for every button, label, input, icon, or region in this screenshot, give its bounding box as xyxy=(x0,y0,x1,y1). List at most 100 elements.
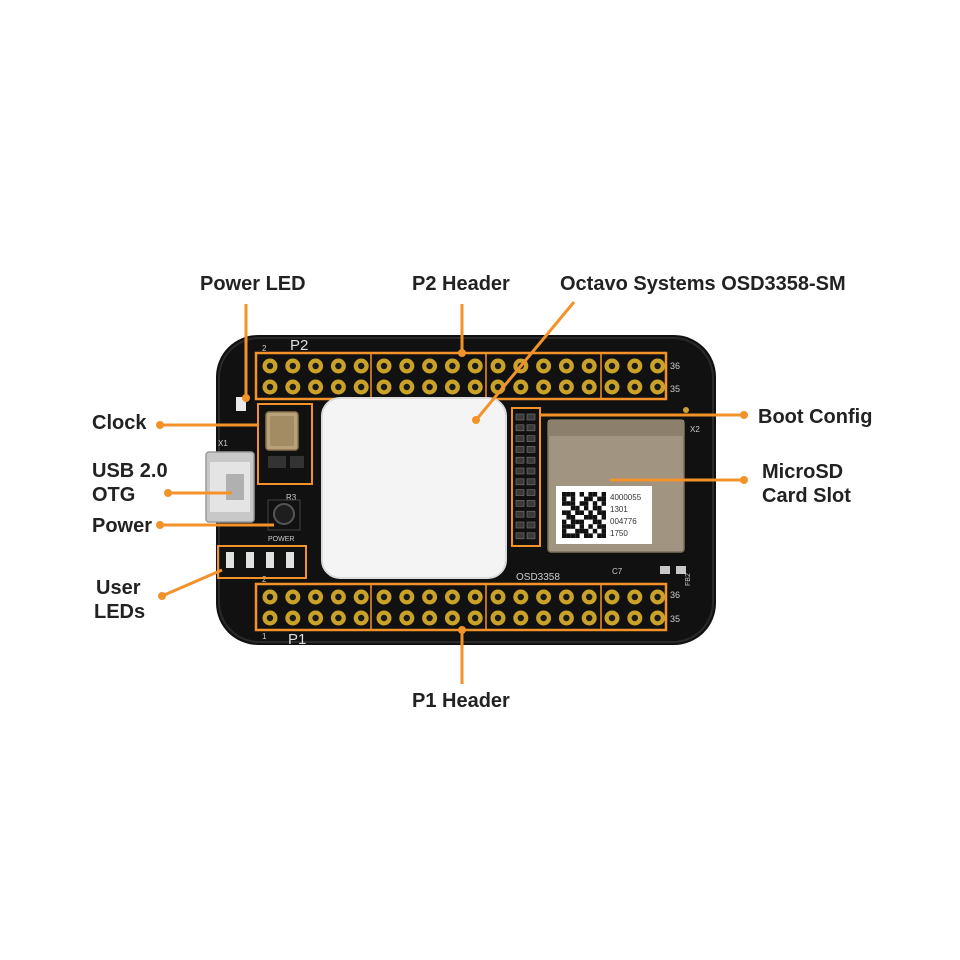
qr-module xyxy=(570,492,576,497)
qr-module xyxy=(570,533,576,538)
microsd-qr-code xyxy=(562,492,606,538)
qr-module xyxy=(601,524,606,529)
usb-connector-tongue xyxy=(226,474,244,500)
qr-module xyxy=(601,528,606,534)
sd-sticker-line-4: 1750 xyxy=(610,529,628,538)
qr-module xyxy=(584,528,589,534)
boot-config-resistor xyxy=(515,424,525,432)
qr-module xyxy=(597,519,602,525)
label-p1-header: P1 Header xyxy=(412,690,510,712)
boot-config-resistor xyxy=(526,424,536,432)
silk-pin-2-top: 2 xyxy=(262,344,267,353)
header-pin-hole xyxy=(586,614,593,622)
qr-module xyxy=(575,528,580,534)
smd-component xyxy=(676,566,686,574)
boot-config-resistor xyxy=(526,500,536,507)
header-pin-hole xyxy=(608,383,616,391)
header-pin-hole xyxy=(494,362,502,370)
header-pin-hole xyxy=(517,614,524,622)
label-power: Power xyxy=(92,515,153,537)
qr-module xyxy=(601,501,606,506)
silk-c7: C7 xyxy=(612,567,623,576)
qr-module xyxy=(566,533,571,538)
clock-component xyxy=(268,456,286,468)
mounting-dot xyxy=(683,407,689,413)
qr-module xyxy=(566,492,571,497)
p2-header-dot xyxy=(458,349,466,357)
silk-pin-2-bottom: 2 xyxy=(262,575,267,584)
octavo-leader xyxy=(474,301,576,421)
qr-module xyxy=(579,528,584,534)
silk-power: POWER xyxy=(268,536,294,543)
label-boot-config: Boot Config xyxy=(758,406,873,428)
header-pin-hole xyxy=(586,383,593,391)
boot-config-resistors xyxy=(515,413,536,540)
label-p2-header: P2 Header xyxy=(412,273,510,295)
header-pin-hole xyxy=(380,614,388,622)
sd-sticker-line-2: 1301 xyxy=(610,505,628,514)
qr-module xyxy=(601,510,606,515)
silk-p2: P2 xyxy=(290,337,308,354)
qr-module xyxy=(579,510,584,515)
boot-config-resistor xyxy=(526,456,536,464)
qr-module xyxy=(597,510,602,515)
silk-pin-1-bottom: 1 xyxy=(262,632,267,641)
header-pin-hole xyxy=(289,593,296,601)
header-pin-hole xyxy=(586,362,593,370)
boot-config-resistor xyxy=(526,532,536,540)
osd3358-module xyxy=(322,398,506,578)
silk-r3: R3 xyxy=(286,493,297,502)
boot-config-resistor xyxy=(526,521,536,529)
qr-module xyxy=(570,501,576,506)
qr-module xyxy=(562,510,567,515)
header-pin-hole xyxy=(426,614,433,622)
header-pin-hole xyxy=(266,614,274,622)
qr-module xyxy=(584,505,589,511)
label-microsd-line2: Card Slot xyxy=(762,485,851,507)
header-pin-hole xyxy=(358,593,365,601)
boot-config-resistor xyxy=(515,500,525,507)
qr-module xyxy=(584,496,589,502)
header-pin-hole xyxy=(654,593,661,601)
header-pin-hole xyxy=(494,614,502,622)
qr-module xyxy=(575,505,580,511)
header-pin-hole xyxy=(380,362,388,370)
boot-config-resistor xyxy=(515,435,525,442)
header-pin-hole xyxy=(266,593,274,601)
header-pin-hole xyxy=(563,383,570,391)
qr-module xyxy=(575,510,580,515)
power-button xyxy=(273,503,295,525)
silk-pin-36-bottom: 36 xyxy=(670,590,680,600)
qr-module xyxy=(562,501,567,506)
qr-module xyxy=(592,515,598,520)
qr-module xyxy=(566,524,571,529)
qr-module xyxy=(588,515,593,520)
qr-module xyxy=(570,519,576,525)
qr-module xyxy=(588,510,593,515)
header-pin-hole xyxy=(358,362,365,370)
qr-module xyxy=(570,524,576,529)
header-pin-hole xyxy=(426,362,433,370)
silk-fb2: FB2 xyxy=(685,573,692,586)
header-pin-hole xyxy=(358,383,365,391)
callout-lines xyxy=(160,301,744,684)
header-pin-hole xyxy=(358,614,365,622)
qr-module xyxy=(592,492,598,497)
boot-config-resistor xyxy=(515,489,525,496)
qr-module xyxy=(601,496,606,502)
power-led-dot xyxy=(242,394,250,402)
header-pin-hole xyxy=(472,383,479,391)
header-pin-hole xyxy=(631,383,638,391)
user-leds-highlight xyxy=(217,545,307,579)
qr-module xyxy=(562,528,567,534)
header-pin-hole xyxy=(631,593,638,601)
qr-module xyxy=(601,492,606,497)
header-pin-hole xyxy=(312,593,319,601)
qr-module xyxy=(584,501,589,506)
sd-sticker-line-1: 4000055 xyxy=(610,493,642,502)
header-pin-hole xyxy=(426,593,433,601)
boot-config-resistor xyxy=(515,521,525,529)
callout-dots xyxy=(156,349,748,634)
qr-module xyxy=(597,496,602,502)
qr-module xyxy=(592,501,598,506)
